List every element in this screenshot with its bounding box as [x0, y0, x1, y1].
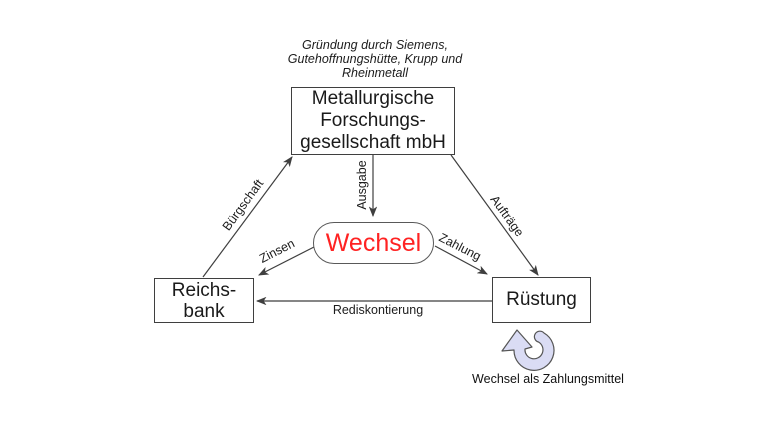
node-ruestung-box: Rüstung [492, 277, 591, 323]
node-mefo-label-line: Metallurgische [311, 88, 435, 109]
node-reichsbank-label-line: bank [183, 300, 225, 322]
edge-auftraege-arrow [450, 154, 539, 276]
node-mefo-label-line: gesellschaft mbH [300, 132, 446, 153]
founders-note-line: Gutehoffnungshütte, Krupp und [287, 52, 463, 66]
edge-buergschaft-arrow [202, 156, 293, 278]
edge-zahlung-arrow [434, 245, 488, 275]
node-ruestung-label: Rüstung [506, 289, 577, 310]
edge-label-rediskontierung: Rediskontierung [332, 303, 424, 317]
node-reichsbank-label-line: Reichs- [171, 279, 237, 301]
node-mefo-label-line: Forschungs- [320, 110, 426, 131]
founders-note-line: Rheinmetall [341, 66, 408, 80]
founders-note: Gründung durch Siemens, Gutehoffnungshüt… [255, 38, 495, 80]
node-wechsel: Wechsel [313, 222, 434, 264]
node-reichsbank-box: Reichs- bank [154, 278, 254, 323]
node-wechsel-label: Wechsel [325, 228, 422, 257]
edge-zinsen-arrow [258, 246, 315, 276]
node-mefo-box: Metallurgische Forschungs- gesellschaft … [291, 87, 455, 155]
edge-label-ausgabe: Ausgabe [355, 160, 369, 210]
caption-wechsel-als-zahlungsmittel: Wechsel als Zahlungsmittel [472, 372, 624, 386]
circular-arrow-icon [501, 329, 555, 371]
founders-note-line: Gründung durch Siemens, [302, 38, 448, 52]
